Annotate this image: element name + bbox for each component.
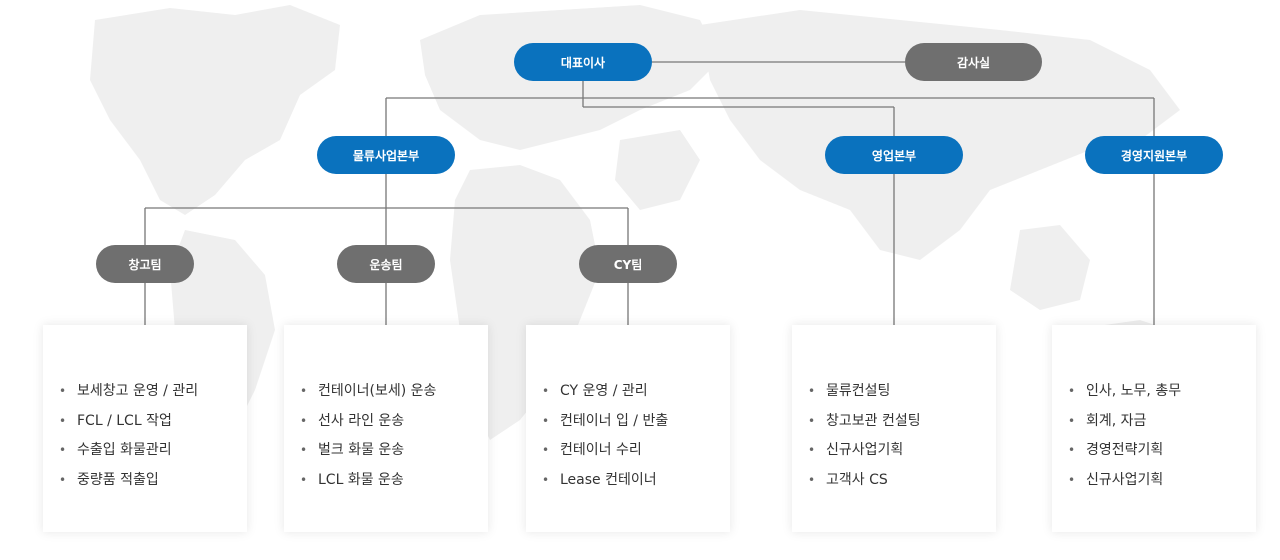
node-transport-team[interactable]: 운송팀 bbox=[337, 245, 435, 283]
card-item: • 신규사업기획 bbox=[808, 436, 996, 466]
node-audit-label: 감사실 bbox=[956, 55, 991, 70]
card-item: • 수출입 화물관리 bbox=[59, 436, 247, 466]
bullet-dot-icon: • bbox=[808, 443, 816, 457]
node-warehouse-team-label: 창고팀 bbox=[128, 257, 162, 272]
card-sales: • 물류컨설팅 • 창고보관 컨설팅 • 신규사업기획 • 고객사 CS bbox=[792, 325, 996, 532]
card-item: • 보세창고 운영 / 관리 bbox=[59, 377, 247, 407]
card-item-text: 컨테이너 수리 bbox=[560, 442, 642, 458]
card-item: • 인사, 노무, 총무 bbox=[1068, 377, 1256, 407]
node-cy-team[interactable]: CY팀 bbox=[579, 245, 677, 283]
card-item-text: 컨테이너 입 / 반출 bbox=[560, 412, 669, 429]
card-item: • LCL 화물 운송 bbox=[300, 466, 488, 496]
node-sales-division-label: 영업본부 bbox=[871, 148, 917, 163]
card-item-text: 창고보관 컨설팅 bbox=[826, 412, 921, 429]
bullet-dot-icon: • bbox=[1068, 413, 1076, 428]
bullet-dot-icon: • bbox=[300, 413, 308, 428]
node-management-division[interactable]: 경영지원본부 bbox=[1085, 136, 1223, 174]
card-item-text: LCL 화물 운송 bbox=[318, 471, 404, 488]
bullet-dot-icon: • bbox=[1068, 384, 1076, 398]
card-item: • 선사 라인 운송 bbox=[300, 407, 488, 437]
bullet-dot-icon: • bbox=[59, 413, 67, 428]
card-item: • 컨테이너(보세) 운송 bbox=[300, 377, 488, 407]
node-audit[interactable]: 감사실 bbox=[905, 43, 1042, 81]
card-item: • 벌크 화물 운송 bbox=[300, 436, 488, 466]
node-management-division-label: 경영지원본부 bbox=[1120, 148, 1188, 163]
card-item-text: 고객사 CS bbox=[826, 471, 888, 488]
card-item-text: 회계, 자금 bbox=[1086, 412, 1147, 429]
card-item-text: 물류컨설팅 bbox=[826, 383, 891, 399]
node-ceo[interactable]: 대표이사 bbox=[514, 43, 652, 81]
card-item: • 고객사 CS bbox=[808, 466, 996, 496]
card-item-text: 신규사업기획 bbox=[826, 442, 904, 458]
card-item: • 물류컨설팅 bbox=[808, 377, 996, 407]
card-item: • CY 운영 / 관리 bbox=[542, 377, 730, 407]
card-item: • 창고보관 컨설팅 bbox=[808, 407, 996, 437]
bullet-dot-icon: • bbox=[59, 384, 67, 398]
bullet-dot-icon: • bbox=[300, 472, 308, 487]
bullet-dot-icon: • bbox=[59, 443, 67, 457]
bullet-dot-icon: • bbox=[1068, 472, 1076, 487]
bullet-dot-icon: • bbox=[542, 384, 550, 398]
bullet-dot-icon: • bbox=[808, 413, 816, 428]
bullet-dot-icon: • bbox=[59, 472, 67, 487]
card-item-text: 인사, 노무, 총무 bbox=[1086, 383, 1182, 399]
card-item-text: 보세창고 운영 / 관리 bbox=[77, 383, 199, 399]
node-warehouse-team[interactable]: 창고팀 bbox=[96, 245, 194, 283]
bullet-dot-icon: • bbox=[542, 413, 550, 428]
node-logistics-division-label: 물류사업본부 bbox=[352, 148, 420, 163]
card-item: • 중량품 적출입 bbox=[59, 466, 247, 496]
node-logistics-division[interactable]: 물류사업본부 bbox=[317, 136, 455, 174]
card-item-text: 컨테이너(보세) 운송 bbox=[318, 383, 437, 399]
bullet-dot-icon: • bbox=[1068, 443, 1076, 457]
node-cy-team-label: CY팀 bbox=[613, 257, 643, 272]
card-warehouse: • 보세창고 운영 / 관리 • FCL / LCL 작업 • 수출입 화물관리 • 중… bbox=[43, 325, 247, 532]
card-item-text: 선사 라인 운송 bbox=[318, 412, 405, 429]
card-item-text: 경영전략기획 bbox=[1086, 442, 1164, 458]
card-item-text: Lease 컨테이너 bbox=[560, 471, 657, 488]
card-management: • 인사, 노무, 총무 • 회계, 자금 • 경영전략기획 • 신규사업기획 bbox=[1052, 325, 1256, 532]
card-item: • 회계, 자금 bbox=[1068, 407, 1256, 437]
node-sales-division[interactable]: 영업본부 bbox=[825, 136, 963, 174]
card-item: • Lease 컨테이너 bbox=[542, 466, 730, 496]
bullet-dot-icon: • bbox=[808, 472, 816, 487]
card-cy: • CY 운영 / 관리 • 컨테이너 입 / 반출 • 컨테이너 수리 • Lease… bbox=[526, 325, 730, 532]
node-transport-team-label: 운송팀 bbox=[369, 257, 403, 272]
card-item-text: FCL / LCL 작업 bbox=[77, 412, 172, 429]
card-item: • FCL / LCL 작업 bbox=[59, 407, 247, 437]
bullet-dot-icon: • bbox=[542, 472, 550, 487]
card-item: • 컨테이너 입 / 반출 bbox=[542, 407, 730, 437]
card-item-text: 수출입 화물관리 bbox=[77, 442, 172, 458]
card-item-text: CY 운영 / 관리 bbox=[560, 383, 648, 399]
card-item-text: 중량품 적출입 bbox=[77, 471, 159, 488]
card-item: • 컨테이너 수리 bbox=[542, 436, 730, 466]
card-item: • 신규사업기획 bbox=[1068, 466, 1256, 496]
bullet-dot-icon: • bbox=[300, 443, 308, 457]
bullet-dot-icon: • bbox=[300, 384, 308, 398]
card-transport: • 컨테이너(보세) 운송 • 선사 라인 운송 • 벌크 화물 운송 • LCL 화물… bbox=[284, 325, 488, 532]
card-item: • 경영전략기획 bbox=[1068, 436, 1256, 466]
card-item-text: 벌크 화물 운송 bbox=[318, 442, 405, 458]
node-ceo-label: 대표이사 bbox=[560, 55, 606, 70]
card-item-text: 신규사업기획 bbox=[1086, 471, 1164, 488]
bullet-dot-icon: • bbox=[808, 384, 816, 398]
bullet-dot-icon: • bbox=[542, 443, 550, 457]
